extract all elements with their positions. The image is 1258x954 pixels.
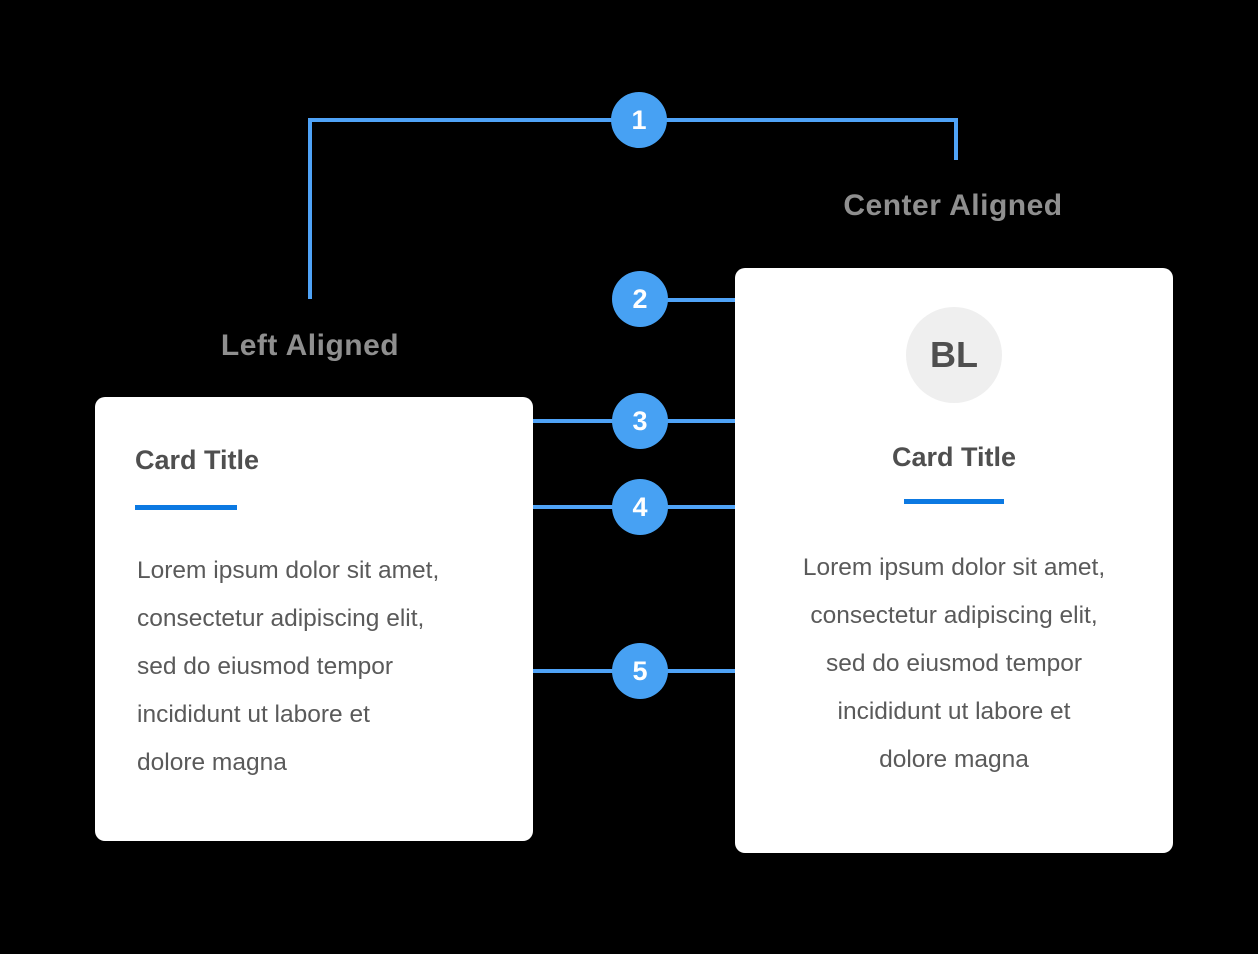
center-aligned-card: BL Card Title Lorem ipsum dolor sit amet… [735,268,1173,853]
left-card-body-line: incididunt ut labore et [137,701,370,728]
left-aligned-card: Card Title Lorem ipsum dolor sit amet, c… [95,397,533,841]
callout-badge-2[interactable]: 2 [612,271,668,327]
center-card-body-line: incididunt ut labore et [837,698,1071,725]
left-card-body-line: sed do eiusmod tempor [137,653,394,680]
left-aligned-section-label: Left Aligned [220,329,400,362]
left-card-body-text: Lorem ipsum dolor sit amet, consectetur … [137,547,507,787]
left-card-body-line: consectetur adipiscing elit, [137,605,425,632]
left-card-title-divider [135,505,237,510]
callout-badge-5[interactable]: 5 [612,643,668,699]
center-card-title: Card Title [891,442,1017,472]
center-card-body-line: dolore magna [879,746,1029,773]
left-card-title: Card Title [135,445,260,475]
center-card-body-line: sed do eiusmod tempor [825,650,1083,677]
avatar: BL [906,307,1002,403]
callout-3-leader-line [188,419,956,423]
center-card-body-line: consectetur adipiscing elit, [810,602,1098,629]
callout-1-leader-line-right-drop [954,118,958,160]
center-card-body-line: Lorem ipsum dolor sit amet, [802,554,1106,581]
callout-badge-4[interactable]: 4 [612,479,668,535]
left-card-body-line: dolore magna [137,749,287,776]
center-card-title-divider [904,499,1004,504]
callout-1-leader-line-left-drop [308,118,312,299]
center-aligned-section-label: Center Aligned [843,189,1063,222]
callout-badge-1[interactable]: 1 [611,92,667,148]
left-card-body-line: Lorem ipsum dolor sit amet, [137,557,440,584]
callout-badge-3[interactable]: 3 [612,393,668,449]
center-card-body-text: Lorem ipsum dolor sit amet, consectetur … [735,544,1173,784]
